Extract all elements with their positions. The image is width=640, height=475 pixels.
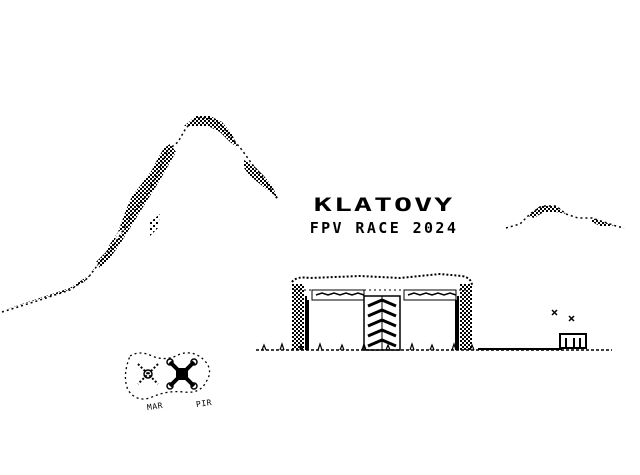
hill-icon (505, 205, 625, 229)
game-title: KLATOVY (313, 194, 455, 216)
game-subtitle: FPV RACE 2024 (309, 219, 459, 237)
mountain-icon (1, 116, 279, 313)
drone-icon (124, 352, 211, 400)
small-house-icon (551, 309, 587, 349)
race-gate-icon (291, 272, 473, 351)
ground (256, 342, 612, 351)
